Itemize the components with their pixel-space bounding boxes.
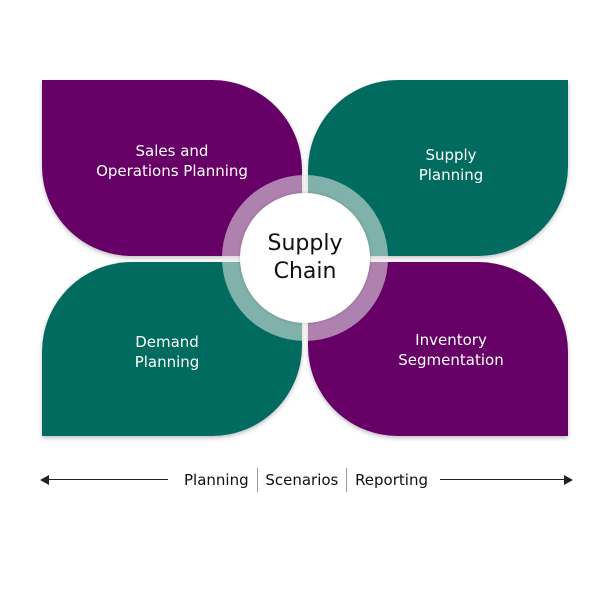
label-line: Operations Planning — [96, 162, 248, 180]
footer-tags: Planning Scenarios Reporting — [176, 466, 436, 494]
arrow-line-right — [440, 479, 564, 480]
footer-tag-reporting: Reporting — [355, 471, 428, 489]
label-line: Supply — [425, 146, 477, 164]
label-line: Planning — [134, 353, 200, 371]
footer-divider — [346, 468, 348, 492]
quadrant-label-inventory-segmentation: Inventory Segmentation — [351, 330, 551, 370]
footer-tag-planning: Planning — [184, 471, 249, 489]
quadrant-label-supply-planning: Supply Planning — [351, 145, 551, 185]
label-line: Sales and — [135, 142, 209, 160]
label-line: Planning — [418, 166, 484, 184]
footer-tag-scenarios: Scenarios — [265, 471, 339, 489]
label-line: Segmentation — [398, 351, 504, 369]
center-circle: Supply Chain — [240, 193, 370, 323]
arrow-left-icon — [40, 475, 49, 485]
center-title-line: Chain — [273, 259, 337, 284]
quadrant-label-demand-planning: Demand Planning — [67, 332, 267, 372]
label-line: Inventory — [415, 331, 487, 349]
quadrant-label-sales-operations-planning: Sales and Operations Planning — [72, 141, 272, 181]
footer-flow: Planning Scenarios Reporting — [36, 466, 576, 494]
footer-divider — [256, 468, 258, 492]
label-line: Demand — [135, 333, 199, 351]
center-title-line: Supply — [267, 231, 343, 256]
arrow-line-left — [48, 479, 168, 480]
arrow-right-icon — [564, 475, 573, 485]
